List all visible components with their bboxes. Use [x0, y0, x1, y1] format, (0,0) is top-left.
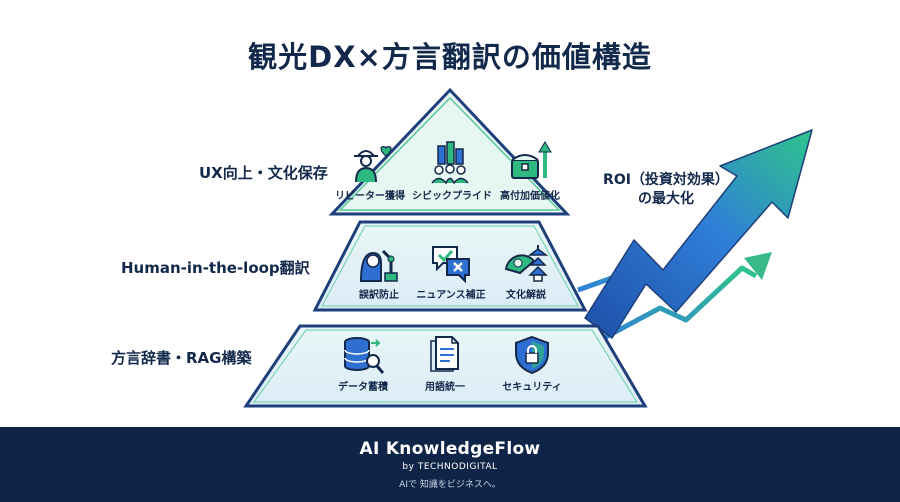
city-community-icon	[431, 141, 469, 184]
database-search-icon	[344, 337, 385, 374]
item-label: 誤訳防止	[359, 290, 399, 301]
item-label: 文化解説	[506, 290, 546, 301]
page-title: 観光DX×方言翻訳の価値構造	[248, 40, 652, 74]
chat-check-icon	[432, 246, 470, 283]
item-label: シビックプライド	[412, 191, 492, 202]
footer-tagline: AIで 知識をビジネスへ。	[399, 480, 501, 490]
footer-byline: by TECHNODIGITAL	[402, 462, 498, 472]
tier-label-top: UX向上・文化保存	[199, 164, 328, 182]
tourist-heart-icon	[354, 146, 392, 183]
item-civic-pride: シビックプライド	[412, 140, 492, 202]
roi-line-1: ROI（投資対効果）	[603, 172, 729, 188]
growth-arrow-main	[584, 129, 813, 339]
item-label: 高付加価値化	[500, 191, 560, 202]
roi-line-2: の最大化	[638, 191, 694, 207]
roi-label: ROI（投資対効果） の最大化	[596, 171, 736, 209]
item-terminology-unification: 用語統一	[412, 335, 478, 393]
treasure-growth-icon	[511, 141, 552, 179]
tier-label-bottom: 方言辞書・RAG構築	[111, 349, 252, 367]
footer-bar: AI KnowledgeFlow by TECHNODIGITAL AIで 知識…	[0, 427, 900, 502]
item-label: ニュアンス補正	[416, 290, 486, 301]
shield-lock-icon	[515, 335, 549, 375]
item-cultural-commentary: 文化解説	[490, 243, 562, 301]
item-mistranslation-prevention: 誤訳防止	[343, 243, 415, 301]
item-security: セキュリティ	[494, 335, 570, 393]
item-label: 用語統一	[425, 382, 465, 393]
growth-arrow-thin-lower	[598, 252, 772, 343]
footer-brand: AI KnowledgeFlow	[359, 439, 541, 459]
item-high-value: 高付加価値化	[492, 140, 568, 202]
item-label: リピーター獲得	[335, 191, 405, 202]
item-data-accumulation: データ蓄積	[330, 335, 396, 393]
item-label: セキュリティ	[502, 382, 562, 393]
item-label: データ蓄積	[338, 382, 388, 393]
fan-pagoda-icon	[504, 245, 548, 282]
human-robot-icon	[359, 249, 398, 282]
item-repeater: リピーター獲得	[332, 140, 408, 202]
item-nuance-correction: ニュアンス補正	[413, 243, 489, 301]
document-icon	[430, 336, 459, 372]
tier-label-middle: Human-in-the-loop翻訳	[121, 259, 310, 277]
